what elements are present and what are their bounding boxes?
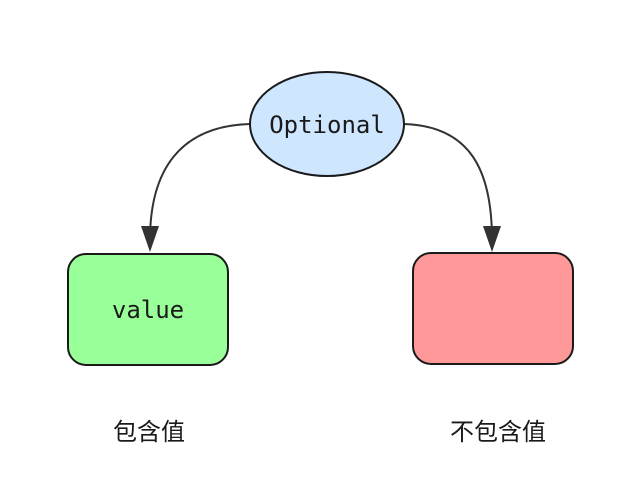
root-node-label: Optional <box>269 111 385 139</box>
root-node-shape <box>249 71 405 177</box>
right-caption: 不包含值 <box>450 418 546 446</box>
left-caption: 包含值 <box>113 418 185 446</box>
root-node: Optional <box>249 71 405 177</box>
arrowhead-left <box>141 226 159 252</box>
left-node-shape <box>67 253 229 366</box>
left-node-label: value <box>112 296 184 324</box>
arrowhead-right <box>483 226 501 252</box>
right-node-shape <box>412 252 574 365</box>
left-node: value <box>67 253 229 366</box>
right-node <box>412 252 574 365</box>
edge-root-to-right <box>403 123 493 241</box>
edge-root-to-left <box>149 123 251 241</box>
